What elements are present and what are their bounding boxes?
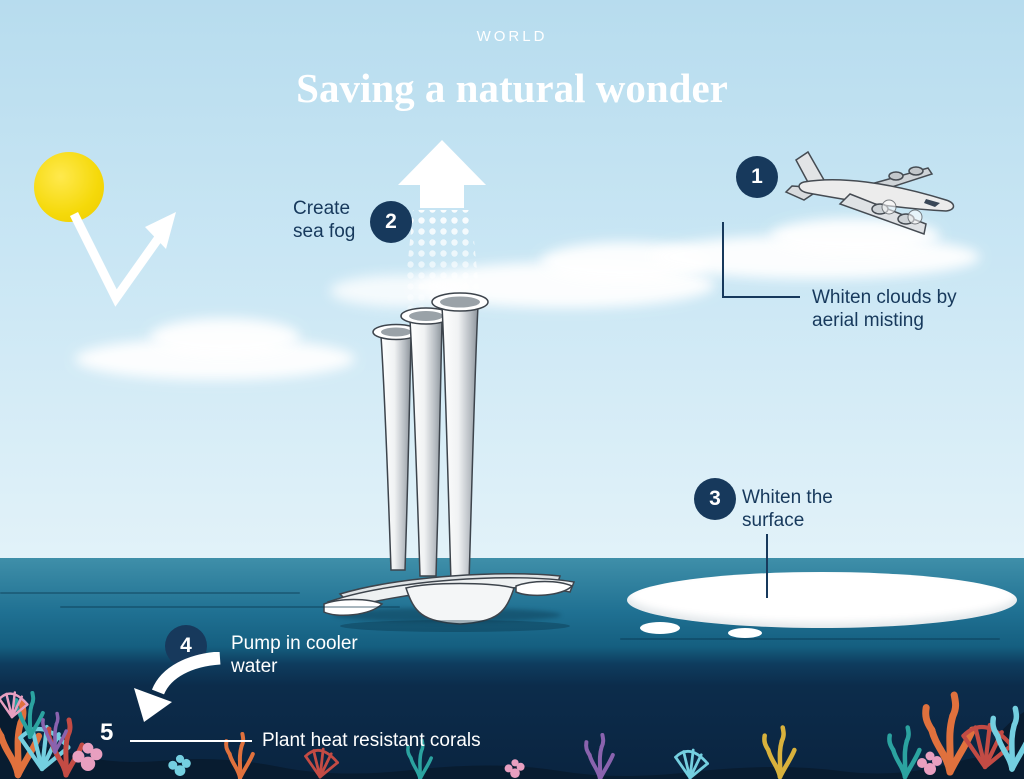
curved-down-arrow-icon bbox=[134, 652, 221, 722]
cloud-icon bbox=[150, 318, 300, 356]
airplane-icon bbox=[784, 150, 955, 235]
step-5-label: Plant heat resistant corals bbox=[262, 730, 481, 751]
up-arrow-icon bbox=[398, 140, 486, 310]
step-5-number: 5 bbox=[100, 719, 114, 746]
step-1-badge: 1 bbox=[736, 156, 778, 198]
wave-streak bbox=[0, 592, 300, 594]
step-1-connector-vertical bbox=[722, 222, 724, 298]
sun-icon bbox=[34, 152, 104, 222]
white-patch bbox=[627, 572, 1017, 628]
bounce-arrow-icon bbox=[69, 211, 176, 307]
wave-streak bbox=[60, 606, 400, 608]
step-1-label: Whiten clouds by aerial misting bbox=[812, 287, 957, 332]
page-title: Saving a natural wonder bbox=[296, 65, 728, 111]
step-2-label: Create sea fog bbox=[293, 198, 356, 243]
white-patch-fragment bbox=[728, 628, 762, 638]
fog-vessel-icon bbox=[323, 292, 576, 632]
step-3-connector bbox=[766, 534, 768, 598]
step-2-badge: 2 bbox=[370, 201, 412, 243]
step-1-connector-horizontal bbox=[722, 296, 800, 298]
kicker: WORLD bbox=[476, 28, 548, 45]
step-4-number: 4 bbox=[180, 634, 192, 657]
step-3-label: Whiten the surface bbox=[742, 487, 833, 532]
step-3-number: 3 bbox=[709, 487, 721, 510]
wave-streak bbox=[620, 638, 1000, 640]
step-2-number: 2 bbox=[385, 210, 397, 233]
step-5-connector bbox=[130, 740, 252, 742]
white-patch-fragment bbox=[640, 622, 680, 634]
coral-reef bbox=[0, 657, 1024, 779]
step-1-number: 1 bbox=[751, 165, 763, 188]
step-4-label: Pump in cooler water bbox=[231, 633, 358, 678]
step-3-badge: 3 bbox=[694, 478, 736, 520]
